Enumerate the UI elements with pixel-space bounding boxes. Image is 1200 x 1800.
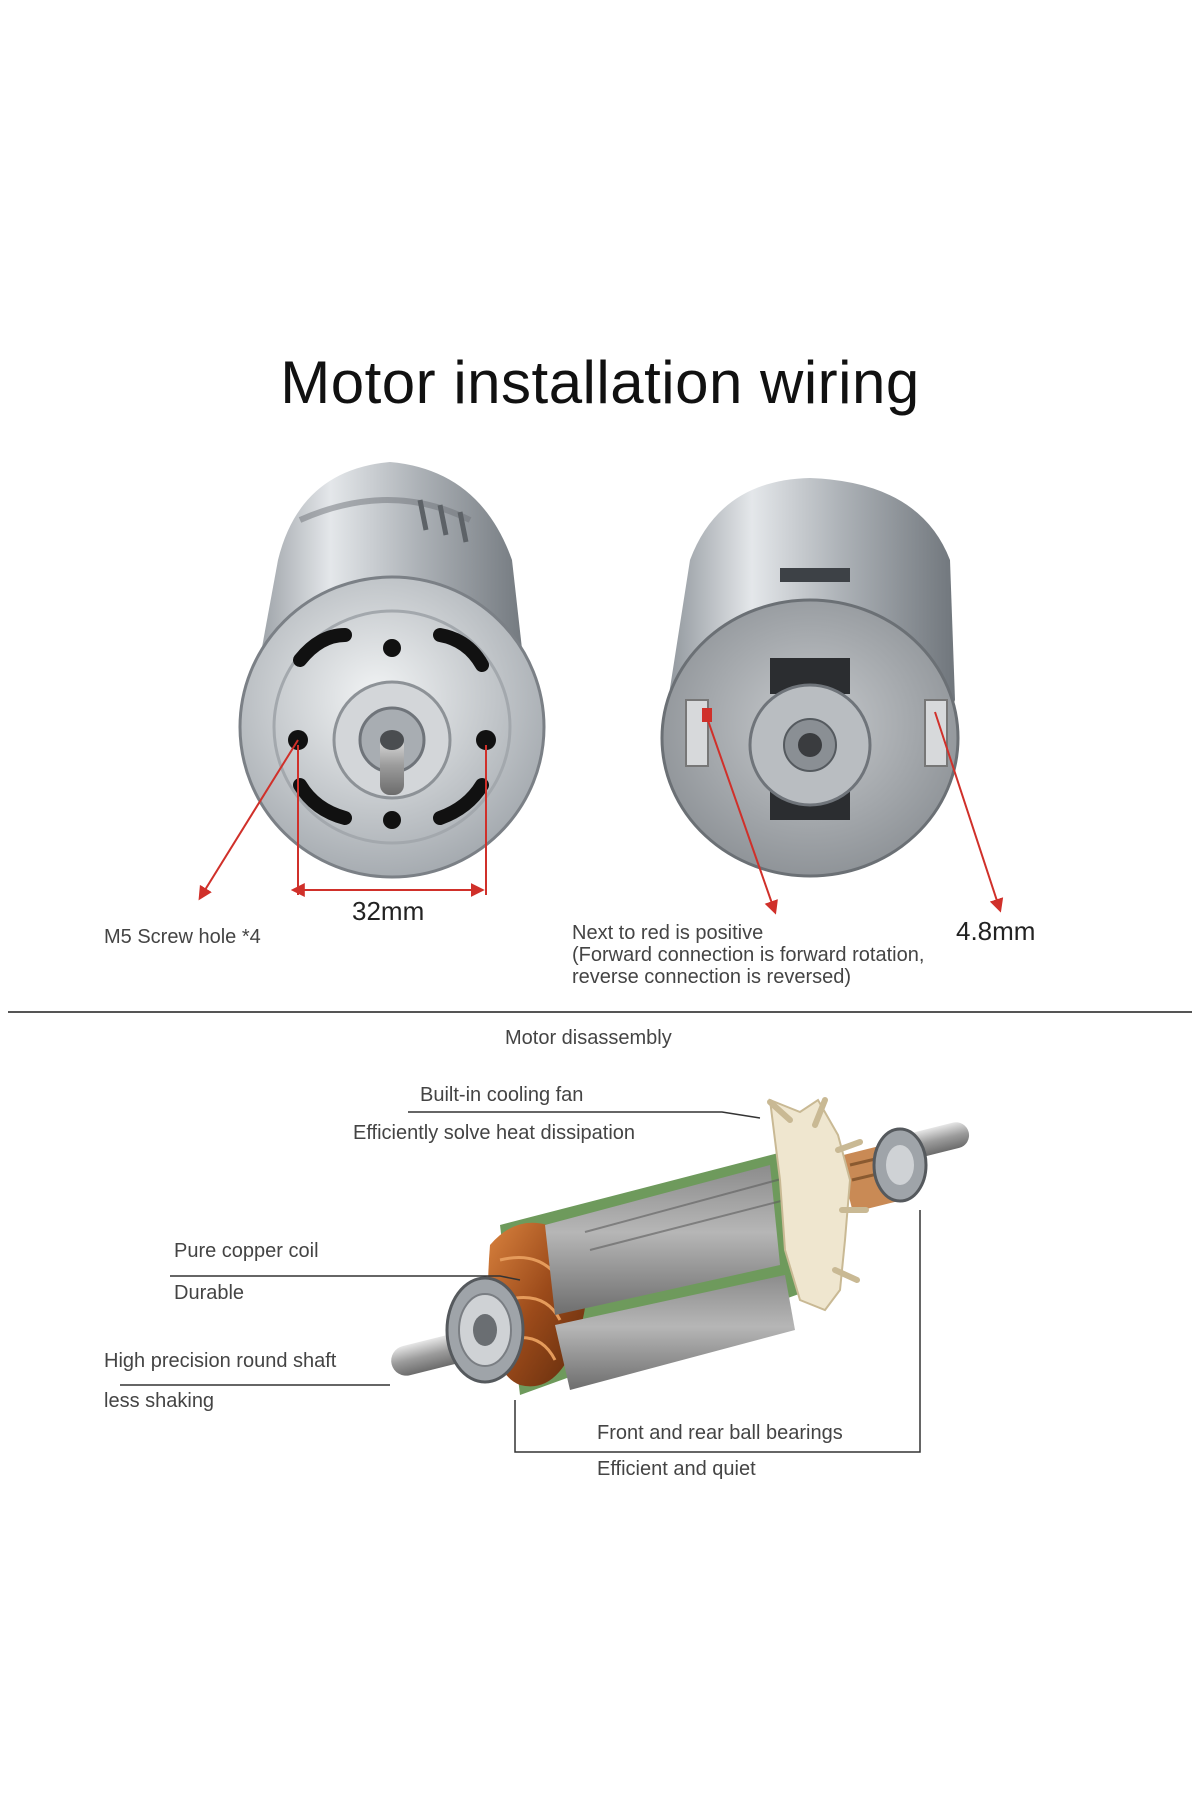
coil-title: Pure copper coil [174,1240,319,1262]
terminal-size-dimension: 4.8mm [956,916,1036,946]
positive-note-line-2: (Forward connection is forward rotation, [572,944,925,966]
hole-spacing-dimension: 32mm [352,896,425,926]
page-title: Motor installation wiring [280,349,920,416]
front-motor-image [238,462,546,879]
coil-description: Durable [174,1282,245,1304]
screw-hole-label: M5 Screw hole *4 [104,926,261,948]
fan-description: Efficiently solve heat dissipation [353,1122,636,1144]
rear-motor-image [660,478,960,878]
armature-image [391,1097,970,1395]
bearing-description: Efficient and quiet [597,1458,756,1480]
fan-title: Built-in cooling fan [420,1084,584,1106]
install-annotations [198,711,1004,915]
positive-note-line-1: Next to red is positive [572,922,764,944]
disassembly-heading: Motor disassembly [505,1027,672,1049]
bearing-title: Front and rear ball bearings [597,1422,843,1444]
disassembly-leader-lines [120,1111,921,1453]
shaft-title: High precision round shaft [104,1350,337,1372]
positive-note-line-3: reverse connection is reversed) [572,966,852,988]
shaft-description: less shaking [104,1390,215,1412]
